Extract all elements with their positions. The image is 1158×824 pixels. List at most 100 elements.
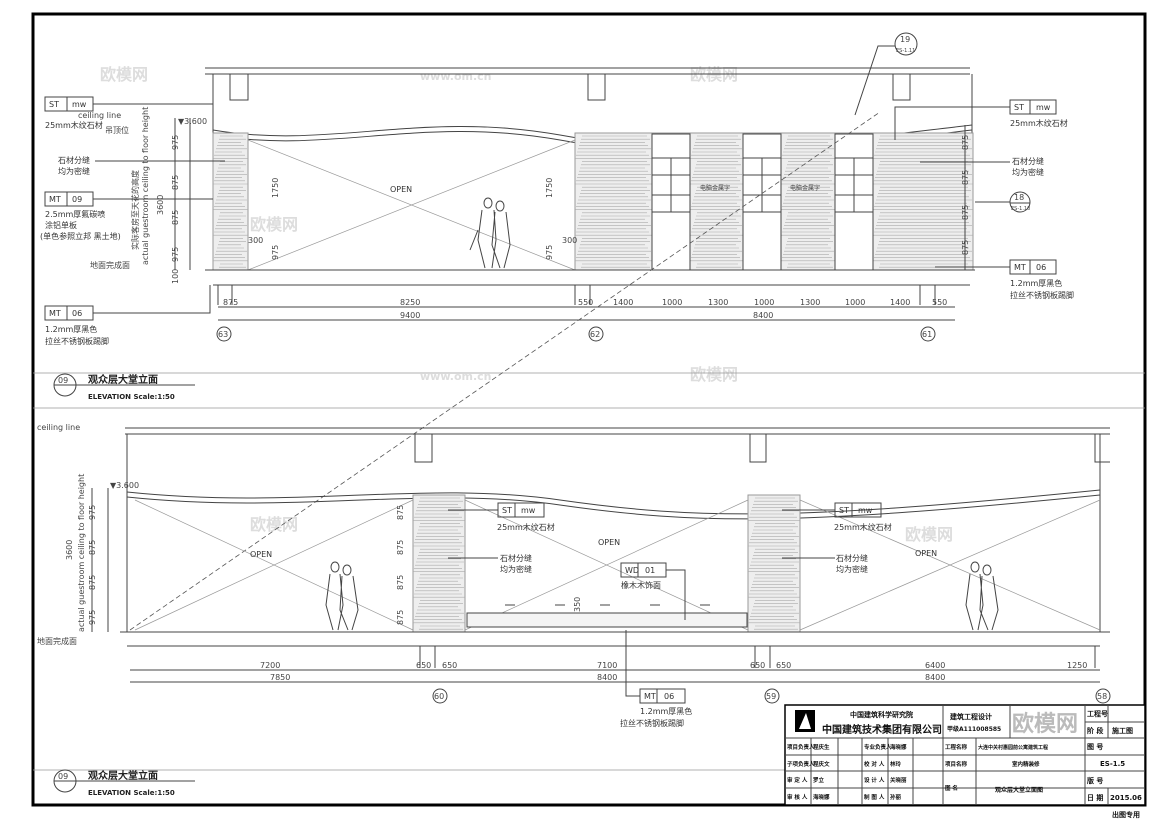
dims-row-1-lower: 7200 650 650 7100 650 650 6400 1250 (260, 661, 1087, 670)
svg-text:罗立: 罗立 (813, 776, 825, 784)
svg-text:审 核 人: 审 核 人 (787, 793, 808, 801)
elevation-title-upper: 09 观众层大堂立面 ELEVATION Scale:1:50 (53, 373, 195, 401)
stone-hatch-lower (413, 497, 800, 630)
svg-text:875: 875 (396, 540, 405, 555)
svg-text:制 图 人: 制 图 人 (864, 793, 885, 801)
svg-text:1400: 1400 (613, 298, 633, 307)
svg-text:19: 19 (900, 35, 910, 44)
svg-text:975: 975 (88, 505, 97, 520)
svg-text:拉丝不锈钢板踢脚: 拉丝不锈钢板踢脚 (620, 718, 684, 728)
stone-panel (412, 494, 466, 633)
svg-text:www.om.cn: www.om.cn (420, 370, 492, 383)
svg-text:875: 875 (961, 135, 970, 150)
svg-text:650: 650 (416, 661, 431, 670)
svg-text:实际客房至天花的高度: 实际客房至天花的高度 (130, 170, 140, 250)
cabinet-label: 电脑金属字 (790, 184, 820, 192)
svg-text:ST: ST (502, 506, 512, 515)
svg-text:WD: WD (625, 566, 639, 575)
svg-text:石材分缝: 石材分缝 (836, 553, 868, 563)
drawing-title: 观众层大堂立面图 (995, 786, 1043, 794)
svg-text:建筑工程设计: 建筑工程设计 (950, 712, 992, 721)
cabinet-label: 电脑金属字 (700, 184, 730, 192)
svg-text:石材分缝: 石材分缝 (58, 155, 90, 165)
svg-text:阶 段: 阶 段 (1087, 726, 1103, 735)
svg-text:875: 875 (961, 170, 970, 185)
svg-text:100: 100 (171, 269, 180, 284)
svg-text:ELEVATION Scale:1:50: ELEVATION Scale:1:50 (88, 393, 175, 401)
svg-text:MT: MT (1014, 263, 1026, 272)
open-label: OPEN (250, 550, 272, 559)
svg-text:欧模网: 欧模网 (100, 65, 148, 84)
svg-text:大连中关村惠园前公寓建筑工程: 大连中关村惠园前公寓建筑工程 (978, 744, 1048, 751)
svg-text:650: 650 (750, 661, 765, 670)
svg-text:程庆生: 程庆生 (812, 743, 830, 751)
human-figures (469, 197, 511, 269)
svg-text:63: 63 (218, 330, 228, 339)
svg-text:ST: ST (1014, 103, 1024, 112)
svg-text:09: 09 (58, 772, 68, 781)
svg-text:18: 18 (1014, 193, 1024, 202)
svg-text:ST: ST (839, 506, 849, 515)
svg-text:7850: 7850 (270, 673, 290, 682)
material-tag-mt-06-right: MT 06 1.2mm厚黑色 拉丝不锈钢板踢脚 (935, 259, 1074, 300)
svg-text:欧模网: 欧模网 (690, 365, 738, 384)
svg-text:MT: MT (49, 309, 61, 318)
svg-text:欧模网: 欧模网 (250, 515, 298, 534)
open-label: OPEN (390, 185, 412, 194)
material-tag-mt-06-lower: MT 06 1.2mm厚黑色 拉丝不锈钢板踢脚 (620, 630, 692, 728)
svg-text:室内精装修: 室内精装修 (1012, 760, 1040, 768)
upper-elevation: 电脑金属字 电脑金属字 OPEN 975 875 875 975 100 act… (33, 32, 1145, 409)
svg-text:875: 875 (88, 575, 97, 590)
svg-text:1300: 1300 (800, 298, 820, 307)
title-block: 中国建筑科学研究院 中国建筑技术集团有限公司 建筑工程设计 甲级A1110085… (784, 704, 1146, 819)
svg-text:975: 975 (271, 245, 280, 260)
svg-text:(单色参照立邦 黑土地): (单色参照立邦 黑土地) (40, 231, 121, 241)
svg-text:欧模网: 欧模网 (250, 215, 298, 234)
stone-panel-left (212, 132, 249, 271)
institute-name: 中国建筑科学研究院 (850, 710, 913, 719)
svg-text:875: 875 (171, 175, 180, 190)
svg-text:项目负责人: 项目负责人 (787, 743, 815, 751)
svg-text:均为密缝: 均为密缝 (58, 166, 90, 176)
human-figures (325, 561, 999, 631)
svg-text:62: 62 (590, 330, 600, 339)
svg-text:01: 01 (645, 566, 655, 575)
svg-text:2.5mm厚氟碳喷: 2.5mm厚氟碳喷 (45, 209, 105, 219)
svg-text:孙丽: 孙丽 (890, 793, 902, 801)
svg-text:300: 300 (248, 236, 263, 245)
svg-text:▼3.600: ▼3.600 (110, 481, 139, 490)
svg-text:875: 875 (88, 540, 97, 555)
svg-text:观众层大堂立面: 观众层大堂立面 (88, 373, 158, 386)
svg-text:550: 550 (578, 298, 593, 307)
svg-text:8400: 8400 (753, 311, 773, 320)
svg-text:mw: mw (1036, 103, 1051, 112)
svg-text:1750: 1750 (545, 178, 554, 198)
svg-text:875: 875 (223, 298, 238, 307)
svg-text:关晓丽: 关晓丽 (890, 776, 907, 784)
svg-text:975: 975 (171, 247, 180, 262)
svg-text:875: 875 (961, 240, 970, 255)
svg-text:子项负责人: 子项负责人 (787, 760, 815, 768)
svg-text:875: 875 (396, 610, 405, 625)
svg-text:25mm木纹石材: 25mm木纹石材 (1010, 118, 1068, 128)
svg-text:均为密缝: 均为密缝 (836, 564, 868, 574)
svg-text:校 对 人: 校 对 人 (864, 760, 885, 768)
svg-text:mw: mw (858, 506, 873, 515)
svg-text:施工图: 施工图 (1112, 726, 1133, 735)
bench (466, 604, 748, 628)
svg-text:650: 650 (776, 661, 791, 670)
svg-text:9400: 9400 (400, 311, 420, 320)
grid-bubbles-lower (432, 688, 1111, 704)
svg-text:975: 975 (171, 135, 180, 150)
svg-text:975: 975 (88, 610, 97, 625)
svg-text:海晓娜: 海晓娜 (813, 793, 830, 801)
dims-row-1: 875 8250 550 1400 1000 1300 1000 1300 10… (223, 298, 947, 307)
svg-text:25mm木纹石材: 25mm木纹石材 (834, 522, 892, 532)
svg-text:欧模网: 欧模网 (905, 525, 953, 544)
material-tag-mt-06-left: MT 06 1.2mm厚黑色 拉丝不锈钢板踢脚 (44, 285, 211, 346)
svg-text:出图专用: 出图专用 (1112, 810, 1140, 819)
svg-text:8250: 8250 (400, 298, 420, 307)
company-logo-mark (799, 713, 811, 729)
svg-text:ES-1.10: ES-1.10 (1011, 206, 1030, 212)
svg-text:石材分缝: 石材分缝 (500, 553, 532, 563)
